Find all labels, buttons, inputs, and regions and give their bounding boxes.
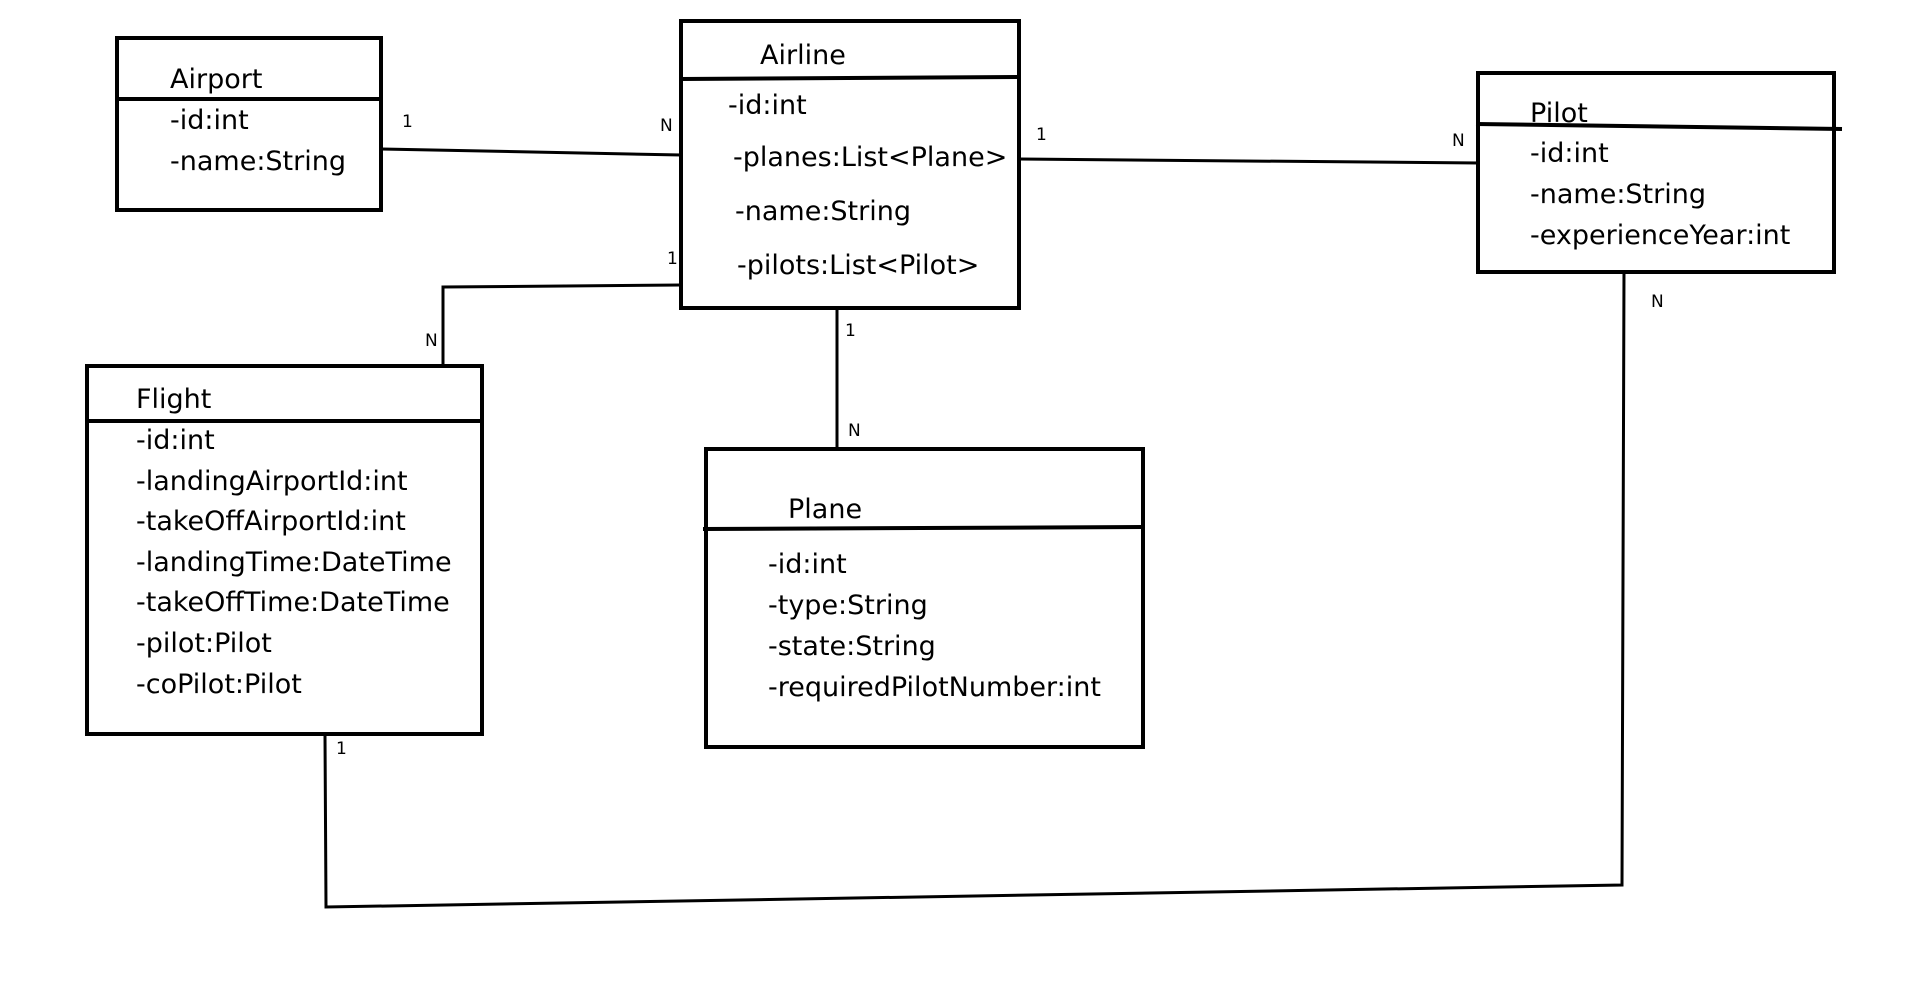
class-airport-attribute: -id:int <box>170 105 249 136</box>
class-pilot-box <box>1476 71 1836 274</box>
class-flight-title: Flight <box>136 384 211 415</box>
multiplicity-airline-plane-to: N <box>848 421 861 441</box>
connectors <box>323 147 1626 909</box>
multiplicity-flight-pilot-to: N <box>1651 292 1664 312</box>
multiplicity-airline-flight-from: 1 <box>667 249 678 269</box>
class-flight-attribute: -landingAirportId:int <box>136 466 408 497</box>
class-flight-attribute: -takeOffAirportId:int <box>136 506 406 537</box>
class-pilot-attribute: -experienceYear:int <box>1530 220 1790 251</box>
class-plane-divider <box>702 525 1144 531</box>
class-airline-title: Airline <box>760 40 846 71</box>
class-plane: Plane -id:int -type:String -state:String… <box>702 447 1145 749</box>
class-airline-box <box>679 19 1021 310</box>
class-pilot-title: Pilot <box>1530 98 1588 129</box>
class-airport: Airport -id:int -name:String <box>115 36 383 212</box>
multiplicity-airline-flight-to: N <box>425 331 438 351</box>
class-flight-attribute: -takeOffTime:DateTime <box>136 587 450 618</box>
class-flight-attribute: -coPilot:Pilot <box>136 669 302 700</box>
class-airline-divider <box>680 75 1020 81</box>
class-pilot-attribute: -name:String <box>1530 179 1706 210</box>
multiplicities: 1 N 1 N 1 N 1 N 1 N <box>336 112 1664 759</box>
class-flight-attribute: -landingTime:DateTime <box>136 547 452 578</box>
class-plane-attribute: -requiredPilotNumber:int <box>768 672 1101 703</box>
multiplicity-airport-airline-to: N <box>660 116 673 136</box>
class-airport-title: Airport <box>170 64 262 95</box>
multiplicity-flight-pilot-from: 1 <box>336 739 347 759</box>
class-airport-box <box>115 36 383 212</box>
connector-airline-pilot <box>1018 157 1480 165</box>
class-airline-attribute: -name:String <box>735 196 911 227</box>
class-airline-attribute: -id:int <box>728 90 807 121</box>
class-flight: Flight -id:int -landingAirportId:int -ta… <box>85 364 484 736</box>
connector-flight-pilot <box>323 268 1626 909</box>
class-pilot-divider <box>1475 122 1843 131</box>
class-pilot: Pilot -id:int -name:String -experienceYe… <box>1475 71 1843 274</box>
class-plane-box <box>704 447 1145 749</box>
class-flight-attribute: -pilot:Pilot <box>136 628 272 659</box>
class-airline-attribute: -pilots:List<Pilot> <box>737 250 979 281</box>
class-airline: Airline -id:int -planes:List<Plane> -nam… <box>679 19 1021 310</box>
multiplicity-airport-airline-from: 1 <box>402 112 413 132</box>
class-airline-attribute: -planes:List<Plane> <box>733 142 1007 173</box>
connector-airline-flight <box>441 283 682 366</box>
class-plane-attribute: -id:int <box>768 549 847 580</box>
multiplicity-airline-pilot-from: 1 <box>1036 125 1047 145</box>
class-plane-attribute: -type:String <box>768 590 928 621</box>
multiplicity-airline-plane-from: 1 <box>845 321 856 341</box>
class-flight-attribute: -id:int <box>136 425 215 456</box>
class-plane-title: Plane <box>788 494 862 525</box>
connector-airport-airline <box>380 147 682 157</box>
class-airport-attribute: -name:String <box>170 146 346 177</box>
class-plane-attribute: -state:String <box>768 631 936 662</box>
class-flight-box <box>85 364 484 736</box>
class-pilot-attribute: -id:int <box>1530 138 1609 169</box>
multiplicity-airline-pilot-to: N <box>1452 131 1465 151</box>
